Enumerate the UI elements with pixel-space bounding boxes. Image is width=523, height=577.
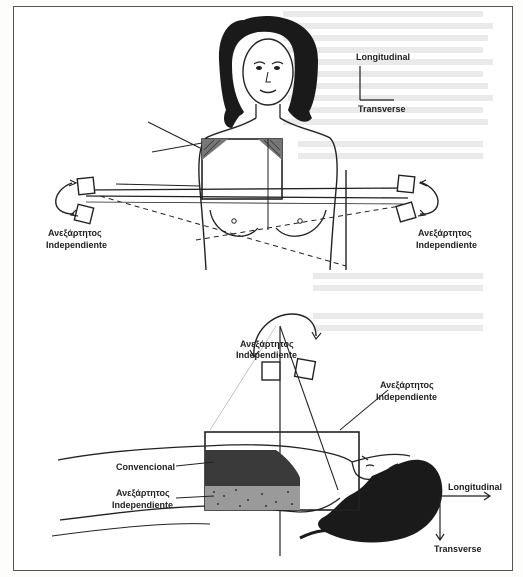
bottom-right-label-line2: Independiente [376, 392, 437, 402]
bottom-top-label-line1: Ανεξάρτητος [240, 339, 294, 349]
bottom-left-label-line2: Independiente [112, 500, 173, 510]
top-left-label-line1: Ανεξάρτητος [48, 228, 102, 238]
top-axis-horizontal-label: Transverse [358, 104, 406, 114]
top-right-label-line1: Ανεξάρτητος [418, 228, 472, 238]
bottom-right-label-line1: Ανεξάρτητος [380, 380, 434, 390]
top-left-label-line2: Independiente [46, 240, 107, 250]
bottom-axis-horizontal-label: Longitudinal [448, 482, 502, 492]
bottom-left-label-line1: Ανεξάρτητος [116, 488, 170, 498]
bottom-top-label-line2: Independiente [236, 350, 297, 360]
top-right-label-line2: Independiente [416, 240, 477, 250]
top-axis-vertical-label: Longitudinal [356, 52, 410, 62]
conventional-label: Convencional [116, 462, 175, 472]
bottom-axis-vertical-label: Transverse [434, 544, 482, 554]
